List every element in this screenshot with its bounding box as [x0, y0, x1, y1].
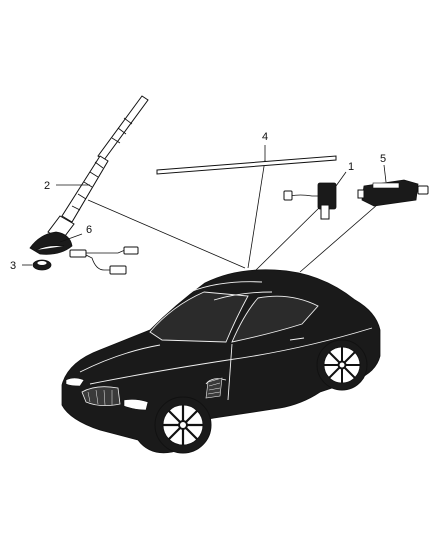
callout-5: 5 — [380, 153, 386, 165]
antenna-module — [283, 171, 347, 220]
callout-labels: 1 2 3 4 5 6 — [10, 131, 386, 272]
callout-4: 4 — [262, 131, 268, 143]
mast-antenna — [29, 95, 149, 255]
callout-3: 3 — [10, 260, 16, 272]
callout-2: 2 — [44, 180, 50, 192]
front-wheel — [154, 396, 212, 454]
antenna-base-cable — [59, 233, 139, 275]
car-illustration — [61, 269, 381, 454]
callout-6: 6 — [86, 224, 92, 236]
callout-1: 1 — [348, 161, 354, 173]
rear-wheel — [316, 339, 368, 391]
grommet-nut — [22, 259, 52, 271]
rear-window-antenna-strip — [156, 145, 337, 175]
leader-lines — [87, 159, 386, 273]
receiver-module — [357, 164, 429, 207]
